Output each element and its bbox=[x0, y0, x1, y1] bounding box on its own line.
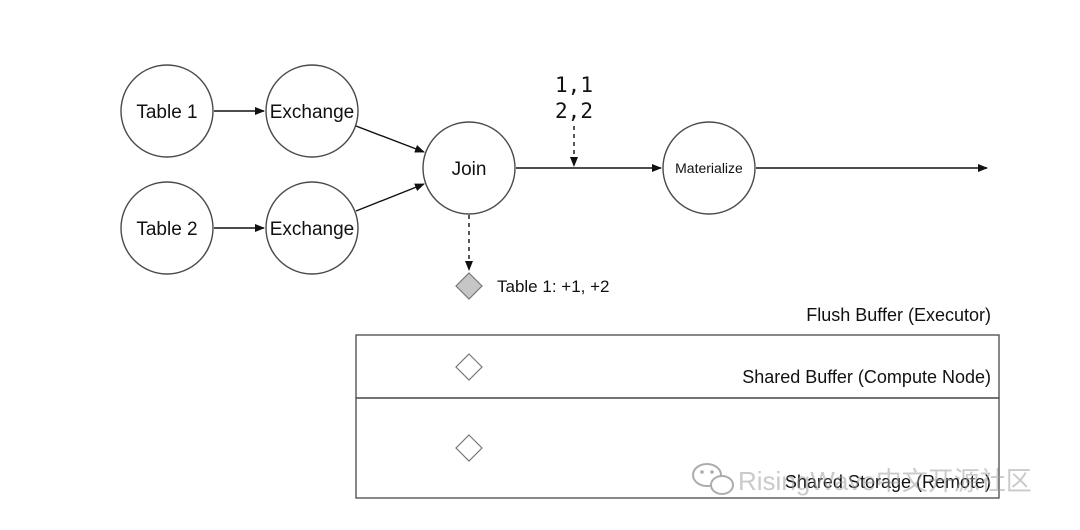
edge-exchange1-join bbox=[355, 125, 425, 153]
stream-row-1: 1,1 bbox=[555, 73, 593, 97]
shared-storage-diamond-icon bbox=[455, 434, 483, 462]
watermark: RisingWave中文开源社区 bbox=[692, 463, 1032, 496]
join-state-diamond-icon bbox=[455, 272, 483, 300]
shared-storage-box bbox=[355, 397, 1000, 499]
materialize-label: Materialize bbox=[675, 160, 743, 176]
edge-exchange2-join bbox=[355, 183, 425, 212]
table2-node: Table 2 bbox=[120, 181, 214, 275]
shared-buffer-label: Shared Buffer (Compute Node) bbox=[742, 367, 991, 387]
watermark-text: RisingWave中文开源社区 bbox=[738, 466, 1032, 496]
wechat-icon bbox=[692, 463, 734, 495]
join-label: Join bbox=[452, 159, 487, 180]
shared-storage-label: Shared Storage (Remote) bbox=[785, 472, 991, 492]
join-node: Join bbox=[422, 121, 516, 215]
materialize-node: Materialize bbox=[662, 121, 756, 215]
table1-label: Table 1 bbox=[136, 102, 197, 123]
join-state-label: Table 1: +1, +2 bbox=[497, 277, 609, 296]
exchange2-node: Exchange bbox=[265, 181, 359, 275]
table2-label: Table 2 bbox=[136, 219, 197, 240]
exchange2-label: Exchange bbox=[270, 219, 355, 240]
shared-buffer-diamond-icon bbox=[455, 353, 483, 381]
flush-buffer-label: Flush Buffer (Executor) bbox=[806, 305, 991, 325]
table1-node: Table 1 bbox=[120, 64, 214, 158]
stream-row-2: 2,2 bbox=[555, 99, 593, 123]
exchange1-node: Exchange bbox=[265, 64, 359, 158]
exchange1-label: Exchange bbox=[270, 102, 355, 123]
